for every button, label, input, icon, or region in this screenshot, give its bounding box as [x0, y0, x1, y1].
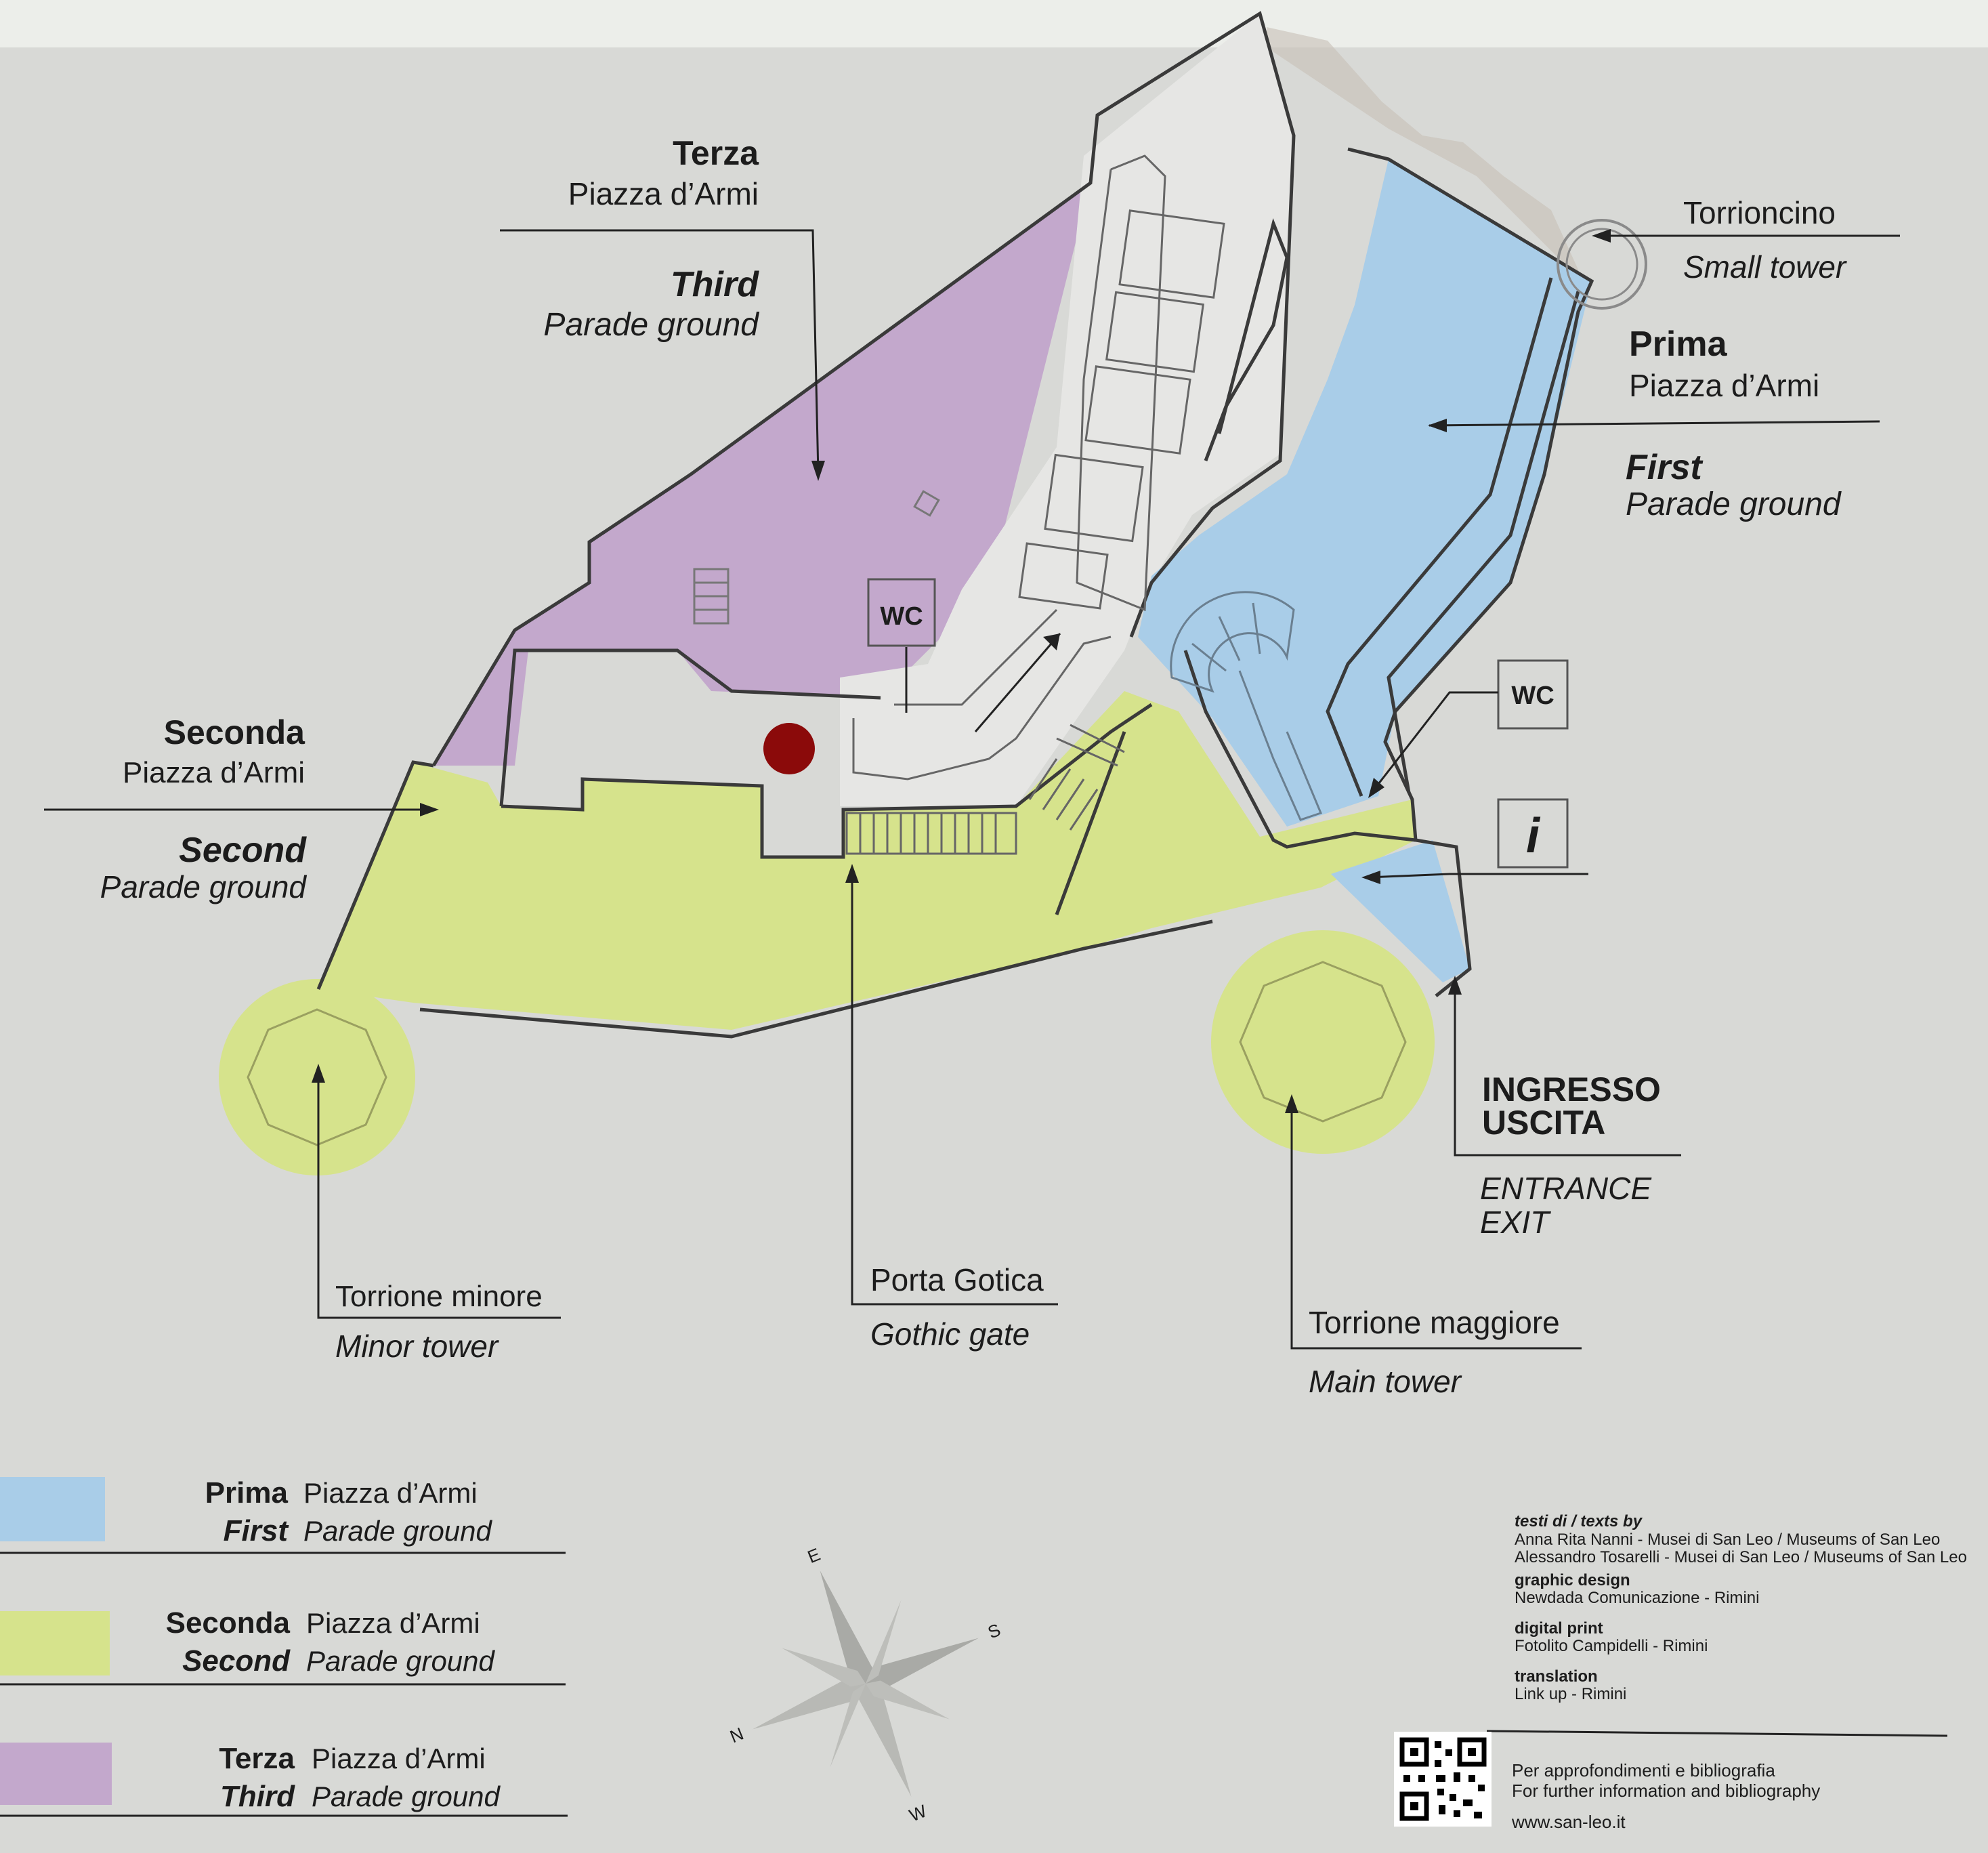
gate-stairs	[845, 724, 1125, 855]
building-complex	[840, 14, 1294, 806]
terza-en-sub: Parade ground	[543, 307, 759, 343]
credits-url: www.san-leo.it	[1511, 1812, 1626, 1832]
outer-wall-south	[419, 919, 1213, 1039]
credits-translation-1: Link up - Rimini	[1515, 1685, 1626, 1703]
outer-wall-north	[431, 11, 1296, 767]
legend-seconda-en-sub: Parade ground	[306, 1645, 496, 1677]
legend-swatch-seconda	[0, 1611, 110, 1675]
label-terza: Terza Piazza d’Armi Third Parade ground	[543, 134, 759, 343]
torrione-minore-it: Torrione minore	[335, 1280, 543, 1313]
legend: Prima Piazza d’Armi First Parade ground …	[0, 1476, 568, 1817]
credits-more-en: For further information and bibliography	[1512, 1781, 1820, 1801]
ingresso-it-1: INGRESSO	[1482, 1070, 1661, 1108]
prima-title: Prima	[1629, 325, 1728, 364]
legend-terza-en-sub: Parade ground	[312, 1781, 501, 1812]
seconda-sub: Piazza d’Armi	[123, 756, 305, 789]
small-tower-ring-inner	[1565, 228, 1638, 301]
terza-details	[693, 490, 940, 625]
credits-print-1: Fotolito Campidelli - Rimini	[1515, 1637, 1708, 1655]
credits-translation-head: translation	[1515, 1667, 1598, 1686]
leader-lines	[44, 229, 1948, 1737]
torrione-maggiore-en: Main tower	[1309, 1364, 1462, 1399]
porta-gotica-en: Gothic gate	[870, 1316, 1030, 1352]
inner-wall-stair	[1055, 731, 1126, 915]
credits-design-1: Newdada Comunicazione - Rimini	[1515, 1589, 1760, 1607]
label-torrione-minore: Torrione minore Minor tower	[335, 1280, 543, 1364]
credits-design-head: graphic design	[1515, 1571, 1630, 1589]
outer-wall-west	[316, 760, 434, 990]
label-seconda: Seconda Piazza d’Armi Second Parade grou…	[100, 713, 308, 904]
legend-seconda-sub: Piazza d’Armi	[306, 1607, 480, 1639]
credits: testi di / texts by Anna Rita Nanni - Mu…	[1511, 1512, 1967, 1832]
seconda-en-title: Second	[179, 831, 307, 870]
legend-prima-en-title: First	[224, 1514, 290, 1547]
building-rooms	[852, 154, 1225, 780]
terza-piazza-area	[433, 183, 1091, 766]
porta-gotica-it: Porta Gotica	[870, 1262, 1044, 1297]
legend-terza-title: Terza	[219, 1742, 295, 1775]
small-tower-ring	[1557, 219, 1647, 310]
legend-swatch-terza	[0, 1743, 112, 1805]
legend-seconda-title: Seconda	[166, 1606, 291, 1640]
prima-piazza-area	[1138, 159, 1592, 827]
wc-box-terza: WC	[867, 578, 936, 647]
legend-prima-title: Prima	[205, 1476, 289, 1510]
top-strip	[0, 0, 1988, 47]
credits-texts-2: Alessandro Tosarelli - Musei di San Leo …	[1515, 1548, 1967, 1566]
you-are-here-marker	[763, 723, 815, 774]
ingresso-en-2: EXIT	[1480, 1205, 1551, 1240]
wc-box-east: WC	[1497, 659, 1569, 730]
terza-en-title: Third	[671, 265, 759, 304]
inner-wall-prima-west	[1326, 277, 1553, 797]
seconda-piazza-area	[318, 691, 1416, 1030]
legend-terza-sub: Piazza d’Armi	[312, 1743, 486, 1774]
legend-prima-sub: Piazza d’Armi	[303, 1477, 478, 1509]
label-torrioncino: Torrioncino Small tower	[1683, 195, 1847, 285]
prima-en-title: First	[1626, 448, 1704, 487]
entrance-stair-area	[1331, 840, 1470, 982]
credits-more-it: Per approfondimenti e bibliografia	[1512, 1760, 1775, 1781]
torrione-maggiore-it: Torrione maggiore	[1309, 1305, 1560, 1340]
qr-code	[1394, 1732, 1492, 1827]
wc-label-east: WC	[1511, 682, 1554, 710]
label-torrione-maggiore: Torrione maggiore Main tower	[1309, 1305, 1560, 1399]
seconda-title: Seconda	[164, 713, 306, 751]
info-icon: i	[1526, 809, 1541, 863]
spiral-stair	[1170, 591, 1323, 821]
inner-wall-terrace	[499, 648, 881, 807]
ingresso-en-1: ENTRANCE	[1480, 1171, 1652, 1206]
credits-texts-1: Anna Rita Nanni - Musei di San Leo / Mus…	[1515, 1531, 1940, 1549]
inner-wall-prima-east	[1387, 291, 1580, 793]
torrioncino-it: Torrioncino	[1683, 195, 1836, 230]
ingresso-it-2: USCITA	[1482, 1104, 1605, 1142]
prima-sub: Piazza d’Armi	[1629, 368, 1819, 403]
label-ingresso: INGRESSO USCITA ENTRANCE EXIT	[1480, 1070, 1661, 1240]
inner-wall-blue	[1183, 650, 1416, 849]
terza-sub: Piazza d’Armi	[568, 176, 759, 211]
wc-label-terza: WC	[880, 602, 923, 631]
credits-texts-head: testi di / texts by	[1515, 1512, 1643, 1531]
info-box: i	[1497, 798, 1569, 869]
credits-print-head: digital print	[1515, 1619, 1603, 1638]
legend-seconda-en-title: Second	[182, 1644, 291, 1678]
inner-wall-east	[1204, 217, 1289, 461]
inner-wall-gate	[501, 703, 1153, 859]
prima-en-sub: Parade ground	[1626, 486, 1842, 522]
outer-terrain	[1267, 27, 1592, 291]
legend-terza-en-title: Third	[220, 1780, 295, 1813]
minor-tower-detail	[247, 1008, 387, 1146]
torrioncino-en: Small tower	[1683, 249, 1847, 285]
stair-arrow-line	[974, 633, 1061, 732]
main-tower-detail	[1239, 961, 1407, 1123]
label-prima: Prima Piazza d’Armi First Parade ground	[1626, 325, 1842, 522]
legend-prima-en-sub: Parade ground	[303, 1515, 493, 1547]
torrione-minore-en: Minor tower	[335, 1329, 499, 1364]
legend-swatch-prima	[0, 1477, 105, 1541]
seconda-en-sub: Parade ground	[100, 869, 308, 904]
terza-title: Terza	[673, 134, 759, 172]
label-porta-gotica: Porta Gotica Gothic gate	[870, 1262, 1044, 1352]
